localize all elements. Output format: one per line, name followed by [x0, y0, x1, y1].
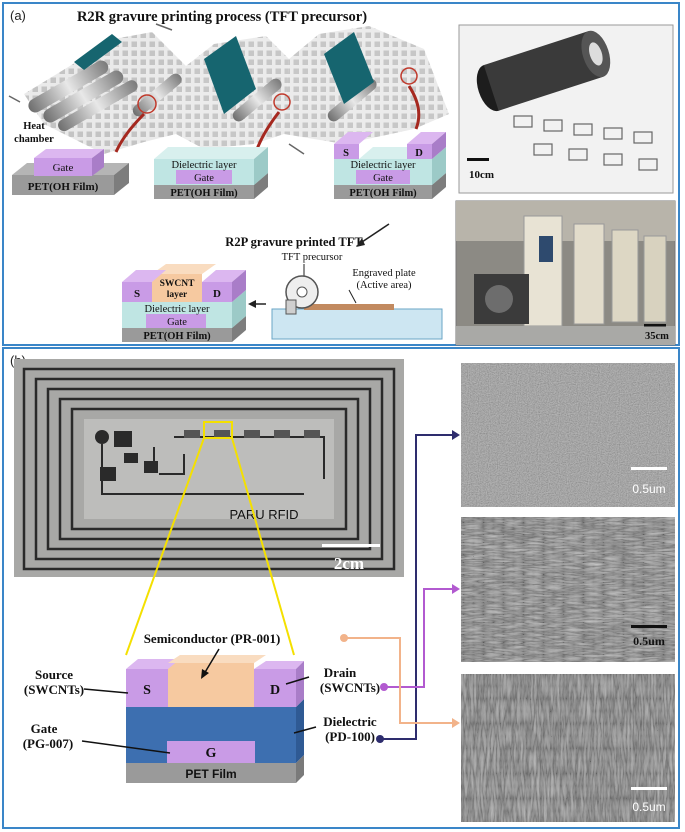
- svg-text:SWCNT: SWCNT: [160, 279, 196, 289]
- roll-scale-text: 10cm: [469, 169, 494, 181]
- svg-text:Gate: Gate: [194, 173, 214, 184]
- stack-4: S D SWCNT layer Dielectric layer Gate PE…: [122, 264, 246, 342]
- svg-text:PET(OH Film): PET(OH Film): [143, 331, 211, 342]
- stack-1: Gate PET(OH Film): [12, 149, 129, 195]
- panel-a-drawing: R2R gravure printing process (TFT precur…: [8, 9, 676, 346]
- svg-text:Gate: Gate: [167, 317, 187, 328]
- r2r-rollers: [28, 60, 377, 132]
- motion-arrow-1: [155, 23, 173, 31]
- red-arrow-3: [407, 85, 421, 130]
- svg-text:Gate: Gate: [373, 173, 393, 184]
- panel-a-label: (a): [10, 8, 26, 23]
- semiconductor-label: Semiconductor (PR-001): [144, 631, 281, 646]
- stack-3: S D Dielectric layer Gate PET(OH Film): [334, 132, 446, 199]
- sem-scale-2: 0.5um: [633, 634, 665, 648]
- drain-label-2: (SWCNTs): [320, 680, 380, 695]
- svg-text:D: D: [415, 148, 423, 159]
- rfid-scale-text: 2cm: [334, 554, 364, 573]
- sem-image-3: 0.5um: [461, 674, 675, 822]
- svg-text:PET Film: PET Film: [185, 767, 236, 781]
- photo-printed-roll: 10cm: [458, 24, 674, 194]
- svg-text:D: D: [270, 683, 280, 698]
- dielectric-label-1: Dielectric: [323, 714, 377, 729]
- svg-text:PET(OH Film): PET(OH Film): [170, 188, 238, 199]
- engraved-plate-label-2: (Active area): [356, 280, 412, 291]
- connector-right: [231, 437, 295, 656]
- dielectric-label-2: (PD-100): [325, 729, 375, 744]
- zoom-circle-3: [400, 67, 418, 85]
- tft-precursor-label: TFT precursor: [282, 252, 343, 263]
- svg-text:Dielectric layer: Dielectric layer: [172, 160, 238, 171]
- svg-text:PET(OH Film): PET(OH Film): [349, 188, 417, 199]
- tft-device-3d: S D G PET Film: [126, 655, 304, 783]
- zoom-circle-2: [273, 93, 291, 111]
- connector-left: [125, 437, 205, 656]
- panel-a: (a) R2R gravure printing process (TFT pr…: [2, 2, 680, 346]
- engraved-plate-label-1: Engraved plate: [352, 268, 416, 279]
- sem-scale-3: 0.5um: [632, 800, 665, 814]
- arrow-dielectric-to-sem1: [376, 430, 460, 743]
- heat-chamber-label-1: Heat: [23, 121, 45, 132]
- photo-printing-machine: 35cm: [455, 200, 676, 346]
- drain-label-1: Drain: [324, 665, 357, 680]
- stack-2: Dielectric layer Gate PET(OH Film): [154, 147, 268, 199]
- panel-b: (b): [2, 347, 680, 829]
- svg-text:S: S: [343, 148, 349, 159]
- r2p-arrow: [358, 223, 390, 245]
- panel-b-drawing: PARU RFID 2cm 0.5um 0.5um 0.5um: [14, 359, 675, 822]
- gate-label-1: Gate: [31, 721, 58, 736]
- r2r-title: R2R gravure printing process (TFT precur…: [77, 9, 367, 25]
- sem-image-1: 0.5um: [461, 363, 675, 507]
- motion-arrow-2: [8, 95, 21, 103]
- source-label-1: Source: [35, 667, 73, 682]
- r2p-title: R2P gravure printed TFT: [225, 235, 363, 249]
- zoom-box: [203, 421, 233, 439]
- source-label-2: (SWCNTs): [24, 682, 84, 697]
- heat-chamber-label-2: chamber: [14, 134, 54, 145]
- print-head-2: [204, 36, 256, 114]
- svg-text:Dielectric layer: Dielectric layer: [145, 304, 211, 315]
- svg-text:S: S: [134, 288, 140, 300]
- print-head-3: [324, 32, 374, 104]
- machine-scale-text: 35cm: [645, 331, 669, 342]
- rfid-tag-photo: PARU RFID 2cm: [14, 359, 404, 577]
- sem-scale-1: 0.5um: [632, 482, 665, 496]
- red-arrow-1: [114, 112, 146, 153]
- svg-text:PET(OH Film): PET(OH Film): [28, 181, 99, 193]
- rfid-label: PARU RFID: [229, 507, 298, 522]
- gravure-plate-drawing: [271, 275, 443, 340]
- sem-image-2: 0.5um: [461, 517, 675, 662]
- heat-chamber-box: [74, 34, 122, 70]
- svg-text:S: S: [143, 683, 151, 698]
- svg-text:G: G: [206, 746, 217, 761]
- zoom-circle-1: [137, 94, 157, 114]
- svg-text:layer: layer: [167, 290, 188, 300]
- arrow-drain-to-sem2: [380, 584, 460, 691]
- svg-text:Dielectric layer: Dielectric layer: [351, 160, 417, 171]
- svg-text:Gate: Gate: [53, 162, 74, 174]
- svg-text:D: D: [213, 288, 221, 300]
- gate-label-2: (PG-007): [23, 736, 74, 751]
- motion-arrow-3: [288, 143, 305, 155]
- arrow-semiconductor-to-sem3: [340, 634, 460, 728]
